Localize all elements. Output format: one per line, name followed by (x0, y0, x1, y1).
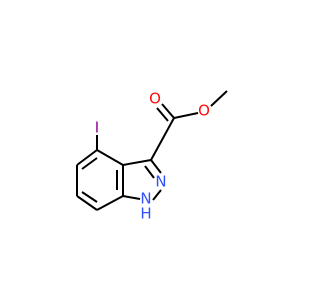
bond-c-o-double-2 (156, 107, 169, 122)
bonds (76, 90, 228, 211)
bond-n1-c7a (122, 195, 141, 200)
bond-n2-n1 (152, 189, 162, 201)
bond-oester-ch3 (210, 90, 228, 107)
bond-c4-c5-inner (81, 157, 98, 170)
molecule-canvas: I O O N N H (76, 89, 228, 223)
bond-c6-c7 (76, 195, 98, 211)
bond-c-oester (173, 112, 199, 119)
bond-c-o-double (161, 103, 175, 119)
bond-c3a-c3 (122, 159, 152, 166)
structure-diagram: I O O N N H (76, 90, 228, 223)
bond-c3-n2 (150, 159, 162, 174)
bond-c6-c7-inner (81, 191, 98, 203)
bond-c4-c5 (76, 149, 98, 166)
atom-iodine: I (95, 119, 99, 137)
atom-oxygen-ester: O (198, 102, 210, 120)
bond-c3-n2-inner (144, 165, 155, 179)
atom-oxygen-carbonyl: O (149, 90, 161, 108)
atom-nitrogen-n1: N (140, 190, 151, 208)
bond-c3-ccarbonyl (150, 117, 175, 161)
atom-nitrogen-n2: N (155, 173, 166, 191)
atom-hydrogen-n1: H (140, 205, 151, 223)
bond-c7-c7a (96, 195, 124, 211)
atom-labels: I O O N N H (95, 90, 210, 223)
bond-c3a-c4 (96, 149, 124, 166)
